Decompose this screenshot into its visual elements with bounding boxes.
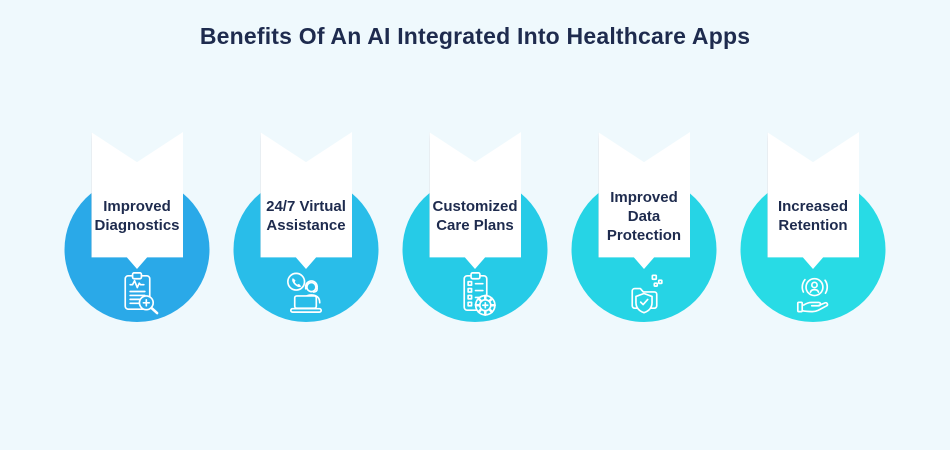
benefit-label: Improved Data Protection (606, 188, 682, 244)
hand-user-icon (796, 277, 829, 313)
benefit-item-diagnostics: Improved Diagnostics (53, 0, 222, 450)
benefit-label: Increased Retention (777, 198, 849, 234)
page-title: Benefits Of An AI Integrated Into Health… (199, 23, 751, 49)
benefit-label: Customized Care Plans (432, 198, 518, 234)
support-agent-icon (287, 272, 323, 313)
benefit-item-data-protection: Improved Data Protection (560, 0, 729, 450)
benefit-item-care-plans: Customized Care Plans (391, 0, 560, 450)
benefit-item-retention: Increased Retention (729, 0, 898, 450)
data-shield-icon (631, 274, 663, 314)
benefits-row: Improved Diagnostics 24/7 Virtual Assist… (53, 0, 898, 450)
benefit-item-virtual-assistance: 24/7 Virtual Assistance (222, 0, 391, 450)
benefit-label: Improved Diagnostics (94, 198, 180, 234)
benefit-label: 24/7 Virtual Assistance (266, 198, 346, 234)
care-plan-gear-icon (463, 272, 496, 316)
clipboard-search-icon (124, 272, 159, 315)
